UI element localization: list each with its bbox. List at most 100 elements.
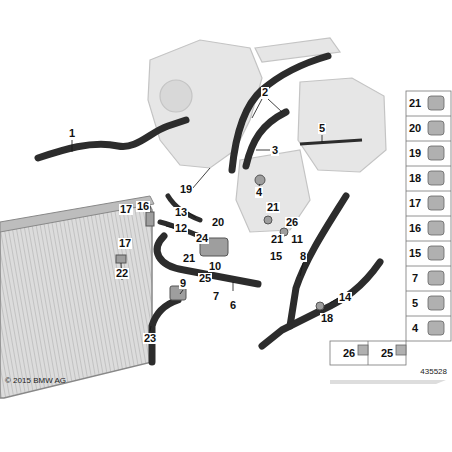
part-icon xyxy=(428,171,444,185)
callout-number: 11 xyxy=(290,234,304,245)
part-icon xyxy=(428,121,444,135)
callout-number: 17 xyxy=(118,238,132,249)
part-icon xyxy=(428,221,444,235)
callout-number: 13 xyxy=(174,207,188,218)
key-separator xyxy=(406,291,451,292)
clip-18 xyxy=(316,302,324,310)
leader-line xyxy=(188,212,196,218)
part-icon xyxy=(428,96,444,110)
callout-number: 7 xyxy=(212,291,220,302)
hose-23 xyxy=(152,300,178,362)
callout-number: 17 xyxy=(119,204,133,215)
bracket-16 xyxy=(146,212,154,226)
part-icon xyxy=(428,271,444,285)
callout-number: 18 xyxy=(320,313,334,324)
callout-number: 20 xyxy=(408,123,422,134)
radiator xyxy=(0,196,154,398)
callout-number: 7 xyxy=(411,273,419,284)
key-column xyxy=(406,91,451,341)
callout-number: 24 xyxy=(195,233,209,244)
leader-line xyxy=(180,290,183,294)
callout-number: 21 xyxy=(270,234,284,245)
hose-14 xyxy=(262,262,380,346)
key-separator xyxy=(406,116,451,117)
leader-line xyxy=(252,99,262,118)
part-icon xyxy=(428,196,444,210)
part-icon xyxy=(358,345,368,355)
part-icon xyxy=(428,146,444,160)
callout-number: 6 xyxy=(229,300,237,311)
leader-line xyxy=(72,140,73,152)
callout-number: 19 xyxy=(179,184,193,195)
callout-number: 25 xyxy=(198,273,212,284)
callout-number: 19 xyxy=(408,148,422,159)
key-separator xyxy=(406,266,451,267)
expansion-tank xyxy=(298,78,386,172)
part-icon xyxy=(396,345,406,355)
part-icon xyxy=(428,246,444,260)
callout-number: 21 xyxy=(408,98,422,109)
callout-number: 5 xyxy=(318,123,326,134)
leader-line xyxy=(322,135,323,142)
hose-3 xyxy=(246,112,286,166)
callout-number: 3 xyxy=(271,145,279,156)
key-separator xyxy=(406,141,451,142)
small-parts xyxy=(116,175,324,310)
callout-number: 10 xyxy=(208,261,222,272)
radiator-tank xyxy=(0,196,154,232)
callout-number: 16 xyxy=(408,223,422,234)
callout-number: 4 xyxy=(255,187,263,198)
key-separator xyxy=(406,191,451,192)
part-icon xyxy=(428,296,444,310)
callout-number: 5 xyxy=(411,298,419,309)
part-icon xyxy=(428,321,444,335)
leader-line xyxy=(192,168,210,189)
callout-number: 12 xyxy=(174,223,188,234)
callout-number: 8 xyxy=(299,251,307,262)
callout-number: 21 xyxy=(182,253,196,264)
hose-2 xyxy=(232,56,328,170)
radiator-core xyxy=(0,202,152,398)
footer-text: © 2015 BMW AG xyxy=(4,377,67,385)
leader-line xyxy=(233,282,234,291)
leader-line xyxy=(166,226,174,228)
callout-number: 17 xyxy=(408,198,422,209)
callout-number: 1 xyxy=(68,128,76,139)
parts-key xyxy=(330,91,451,384)
key-row xyxy=(330,341,406,365)
callout-number: 23 xyxy=(143,333,157,344)
sensor-22 xyxy=(116,255,126,263)
hose-8 xyxy=(290,196,346,326)
key-separator xyxy=(406,316,451,317)
key-separator xyxy=(406,166,451,167)
vent-line-5 xyxy=(300,140,362,144)
callout-number: 18 xyxy=(408,173,422,184)
callout-number: 20 xyxy=(211,217,225,228)
callout-number: 2 xyxy=(261,87,269,98)
key-icons xyxy=(358,96,451,355)
callout-number: 4 xyxy=(411,323,419,334)
footer-text: 435528 xyxy=(419,368,448,376)
hoses xyxy=(38,56,380,362)
key-separator xyxy=(406,241,451,242)
hose-1 xyxy=(38,120,186,158)
callout-number: 26 xyxy=(342,348,356,359)
egr-module xyxy=(148,40,262,168)
callout-number: 16 xyxy=(136,201,150,212)
key-separator xyxy=(406,216,451,217)
egr-valve xyxy=(160,80,192,112)
leader-lines xyxy=(72,99,340,331)
key-bar xyxy=(330,380,446,384)
callout-number: 25 xyxy=(380,348,394,359)
callout-number: 15 xyxy=(408,248,422,259)
leader-line xyxy=(300,263,303,276)
callout-number: 21 xyxy=(266,202,280,213)
leader-line xyxy=(268,99,282,112)
leader-line xyxy=(150,326,151,331)
callout-number: 26 xyxy=(285,217,299,228)
engine-ghost xyxy=(148,38,386,232)
callout-number: 22 xyxy=(115,268,129,279)
clip-4 xyxy=(255,175,265,185)
